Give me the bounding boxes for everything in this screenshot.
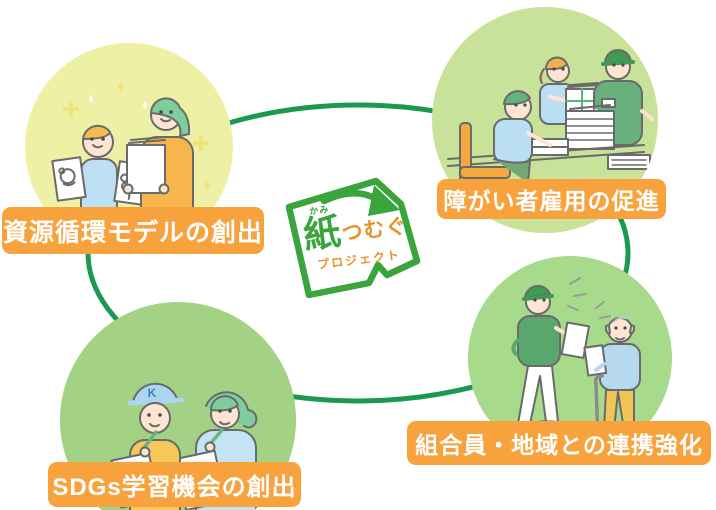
staff-talking-with-elderly-resident-illustration bbox=[511, 277, 641, 442]
label-sdgs-learning: SDGs学習機会の創出 bbox=[48, 462, 301, 507]
project-logo: かみ 紙 つむぐ プロジェクト bbox=[272, 168, 440, 308]
label-resource-model: 資源循環モデルの創出 bbox=[2, 207, 264, 254]
logo-kanji: 紙 bbox=[301, 211, 343, 257]
label-community-partnership: 組合員・地域との連携強化 bbox=[407, 421, 711, 465]
label-disability-employment: 障がい者雇用の促進 bbox=[437, 179, 666, 219]
svg-text:K: K bbox=[148, 386, 157, 400]
recycled-paper-arrow-icon bbox=[285, 177, 421, 299]
logo-kana: つむぐ bbox=[340, 214, 409, 246]
workers-sorting-paper-stacks-illustration bbox=[447, 49, 654, 220]
